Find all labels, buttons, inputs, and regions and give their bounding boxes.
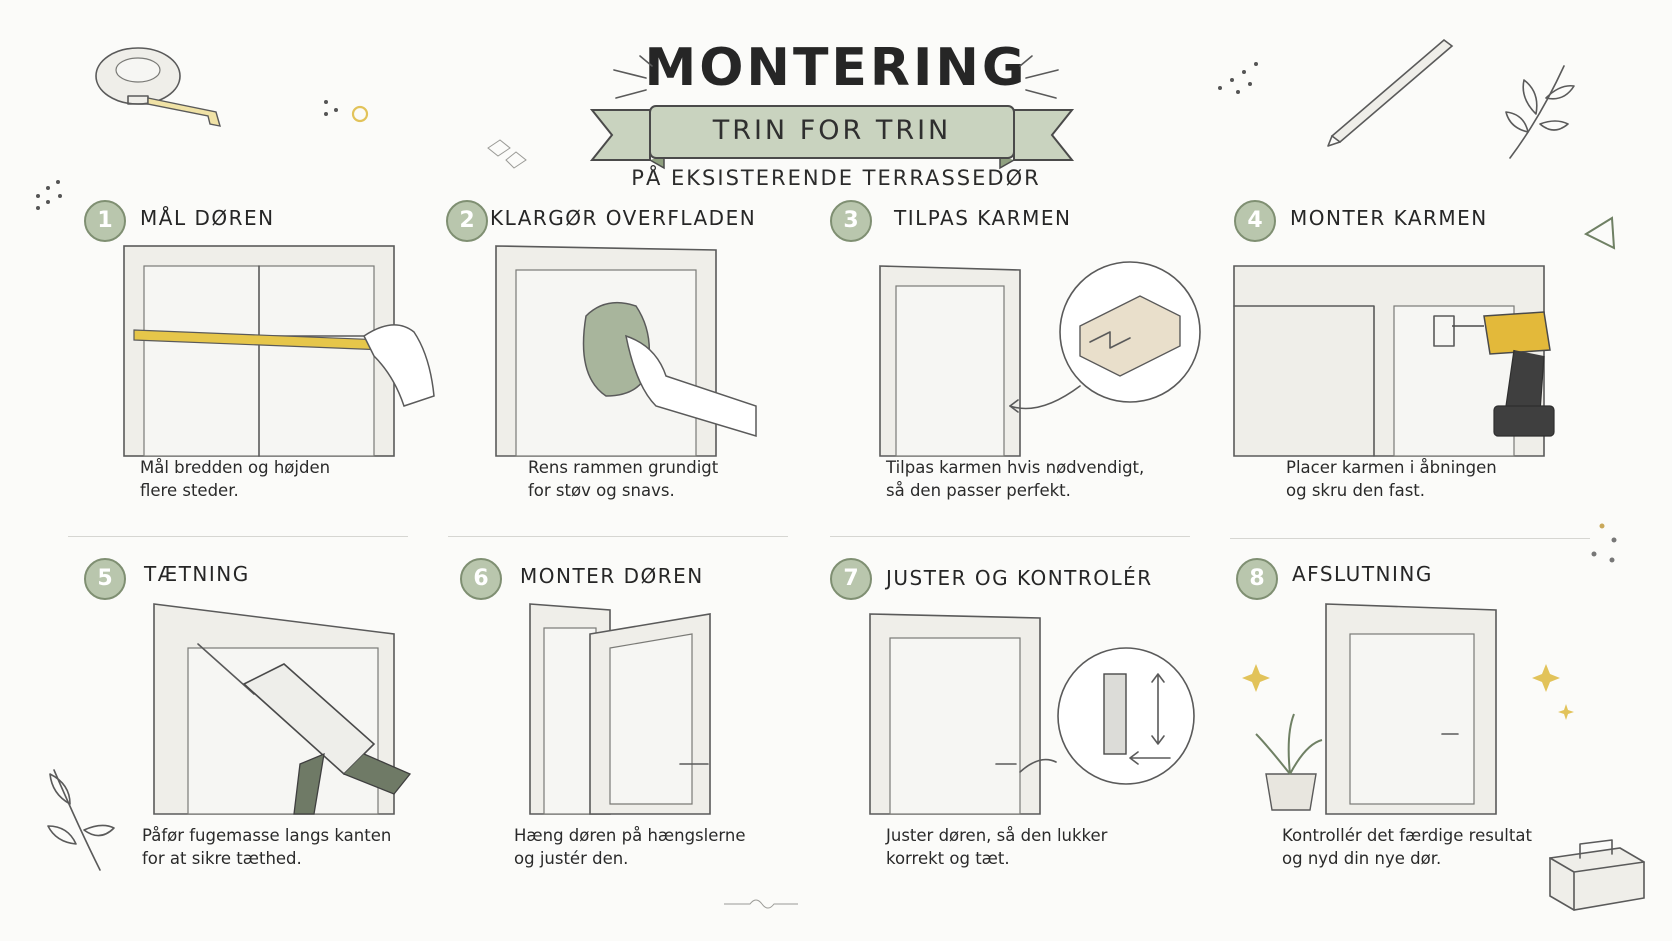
step-title: TILPAS KARMEN bbox=[894, 206, 1072, 230]
step-6: 6 MONTER DØREN Hæng døren på hængslerne … bbox=[460, 558, 840, 878]
ribbon-banner bbox=[589, 105, 1075, 170]
toolbox-icon bbox=[1549, 839, 1645, 911]
step-title: MONTER DØREN bbox=[520, 564, 704, 588]
step-number-badge: 8 bbox=[1236, 558, 1278, 600]
row-divider bbox=[448, 536, 788, 537]
page-title: MONTERING bbox=[644, 38, 1028, 98]
hinge-adjust-icon bbox=[869, 613, 1195, 815]
step-title: MÅL DØREN bbox=[140, 206, 275, 230]
step-description: Juster døren, så den lukker korrekt og t… bbox=[886, 826, 1108, 868]
step-description: Rens rammen grundigt for støv og snavs. bbox=[528, 458, 719, 500]
step-3: 3 TILPAS KARMEN Tilpas karmen hvis nødve… bbox=[830, 200, 1210, 520]
squiggle-doodle-icon bbox=[724, 899, 798, 909]
step-title: AFSLUTNING bbox=[1292, 562, 1433, 586]
step-number-badge: 6 bbox=[460, 558, 502, 600]
finished-door-icon bbox=[1242, 603, 1574, 815]
step-title: KLARGØR OVERFLADEN bbox=[490, 206, 757, 230]
step-number-badge: 7 bbox=[830, 558, 872, 600]
row-divider bbox=[830, 536, 1190, 537]
step-title: TÆTNING bbox=[144, 562, 250, 586]
step-description: Placer karmen i åbningen og skru den fas… bbox=[1286, 458, 1497, 500]
step-2: 2 KLARGØR OVERFLADEN Rens rammen grundig… bbox=[446, 200, 826, 520]
step-number-badge: 4 bbox=[1234, 200, 1276, 242]
step-8: 8 AFSLUTNING Kontrollér det færdige resu… bbox=[1236, 558, 1616, 878]
banner-label: TRIN FOR TRIN bbox=[712, 115, 952, 146]
frame-profile-icon bbox=[879, 261, 1201, 457]
pencil-icon bbox=[1327, 38, 1454, 147]
dots-decoration-icon bbox=[1591, 523, 1617, 563]
caulk-gun-icon bbox=[153, 603, 412, 815]
open-door-icon bbox=[529, 603, 711, 815]
dots-decoration-icon bbox=[1218, 62, 1258, 94]
tape-measure-door-icon bbox=[123, 245, 435, 457]
row-divider bbox=[68, 536, 408, 537]
step-number-badge: 1 bbox=[84, 200, 126, 242]
drill-icon bbox=[1233, 265, 1555, 457]
step-7: 7 JUSTER OG KONTROLÉR Juster døren, så d… bbox=[830, 558, 1210, 878]
step-number-badge: 5 bbox=[84, 558, 126, 600]
step-number-badge: 2 bbox=[446, 200, 488, 242]
step-description: Hæng døren på hængslerne og justér den. bbox=[514, 826, 746, 868]
step-description: Mål bredden og højden flere steder. bbox=[140, 458, 331, 500]
step-1: 1 MÅL DØREN Mål bredden og højden flere … bbox=[84, 200, 464, 520]
step-title: MONTER KARMEN bbox=[1290, 206, 1488, 230]
step-description: Tilpas karmen hvis nødvendigt, så den pa… bbox=[886, 458, 1145, 500]
triangle-doodle-icon bbox=[1583, 216, 1616, 250]
step-description: Kontrollér det færdige resultat og nyd d… bbox=[1282, 826, 1532, 868]
cloth-cleaning-icon bbox=[495, 245, 757, 457]
squares-doodle-icon bbox=[487, 139, 527, 169]
title-burst-left-icon bbox=[613, 55, 653, 99]
title-burst-right-icon bbox=[1019, 55, 1059, 99]
leaf-sprig-icon bbox=[1505, 65, 1575, 159]
step-title: JUSTER OG KONTROLÉR bbox=[886, 566, 1153, 590]
leaf-sprig-icon bbox=[47, 769, 115, 871]
step-5: 5 TÆTNING Påfør fugemasse langs kanten f… bbox=[84, 558, 464, 878]
step-4: 4 MONTER KARMEN Placer karmen i åbningen… bbox=[1233, 200, 1614, 520]
dots-decoration-icon bbox=[36, 180, 62, 210]
dots-decoration-icon bbox=[324, 100, 369, 123]
tape-measure-icon bbox=[95, 47, 221, 127]
row-divider bbox=[1230, 538, 1590, 539]
step-description: Påfør fugemasse langs kanten for at sikr… bbox=[142, 826, 392, 868]
page-subtitle: PÅ EKSISTERENDE TERRASSEDØR bbox=[631, 166, 1041, 190]
step-number-badge: 3 bbox=[830, 200, 872, 242]
